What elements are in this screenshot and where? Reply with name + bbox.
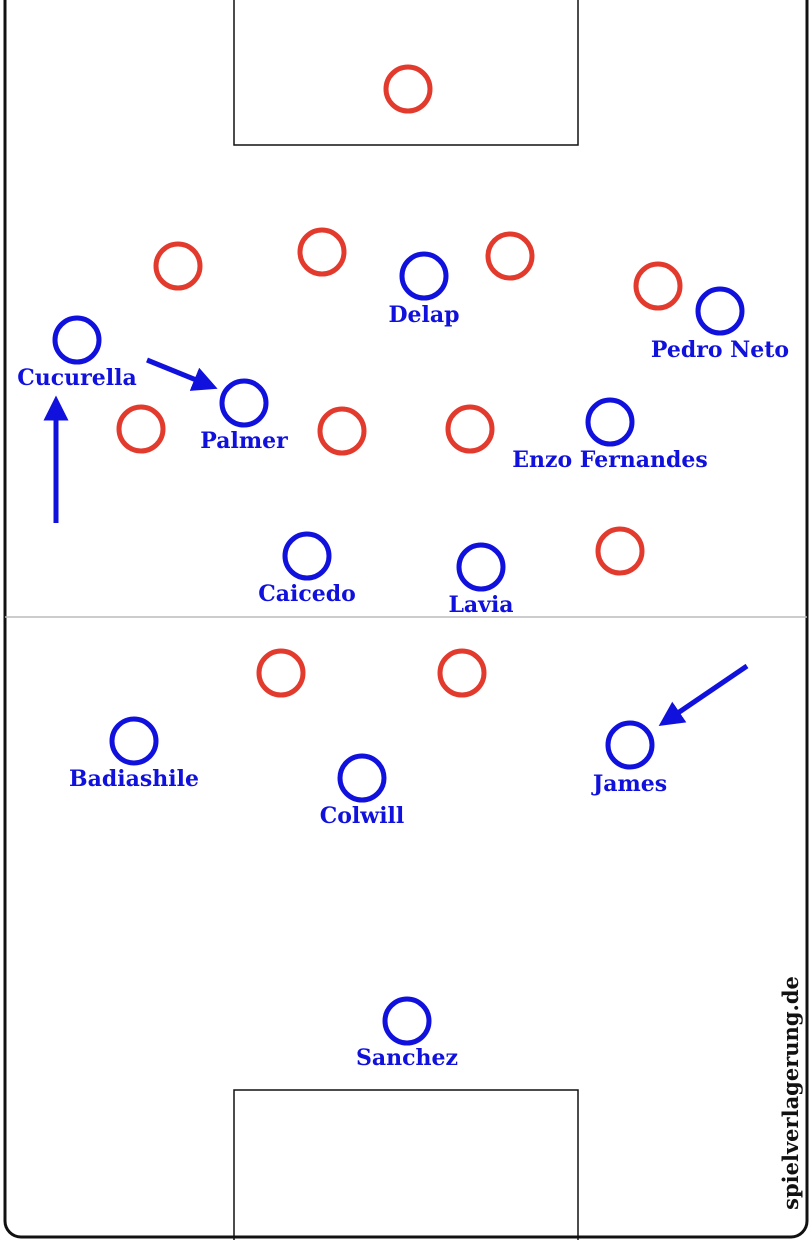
blue-player-marker-lavia — [456, 542, 506, 592]
red-player-marker — [595, 526, 645, 576]
movement-arrow-james — [658, 663, 749, 727]
player-label-enzo-fernandes: Enzo Fernandes — [512, 447, 708, 473]
player-label-colwill: Colwill — [320, 803, 405, 829]
player-label-lavia: Lavia — [448, 592, 513, 618]
movement-arrow-cucurella-inside — [146, 357, 218, 391]
blue-player-marker-sanchez — [382, 996, 432, 1046]
blue-player-marker-caicedo — [282, 531, 332, 581]
blue-team — [52, 251, 745, 1046]
blue-player-marker-cucurella — [52, 315, 102, 365]
top-penalty-box — [233, 0, 579, 146]
red-player-marker — [437, 648, 487, 698]
red-player-marker — [256, 648, 306, 698]
blue-team-labels: Delap Pedro Neto Cucurella Palmer Enzo F… — [17, 302, 789, 1071]
player-label-cucurella: Cucurella — [17, 365, 136, 391]
red-player-marker — [445, 404, 495, 454]
blue-player-marker-enzo-fernandes — [585, 397, 635, 447]
blue-player-marker-badiashile — [109, 716, 159, 766]
player-label-sanchez: Sanchez — [356, 1045, 458, 1071]
player-label-caicedo: Caicedo — [258, 581, 356, 607]
red-player-marker — [116, 404, 166, 454]
watermark: spielverlagerung.de — [778, 976, 803, 1210]
blue-player-marker-james — [605, 720, 655, 770]
red-player-marker — [153, 241, 203, 291]
player-label-badiashile: Badiashile — [69, 766, 199, 792]
blue-player-marker-delap — [399, 251, 449, 301]
pitch-outline — [3, 0, 809, 1239]
red-player-marker — [383, 64, 433, 114]
red-player-marker — [297, 227, 347, 277]
player-label-pedro-neto: Pedro Neto — [651, 337, 789, 363]
player-label-palmer: Palmer — [200, 428, 288, 454]
red-player-marker — [317, 406, 367, 456]
blue-player-marker-pedro-neto — [695, 286, 745, 336]
red-team — [116, 64, 683, 698]
player-label-james: James — [591, 771, 667, 797]
red-player-marker — [633, 261, 683, 311]
red-player-marker — [485, 231, 535, 281]
bottom-penalty-box — [233, 1089, 579, 1240]
blue-player-marker-colwill — [337, 753, 387, 803]
blue-player-marker-palmer — [219, 378, 269, 428]
player-label-delap: Delap — [388, 302, 459, 328]
